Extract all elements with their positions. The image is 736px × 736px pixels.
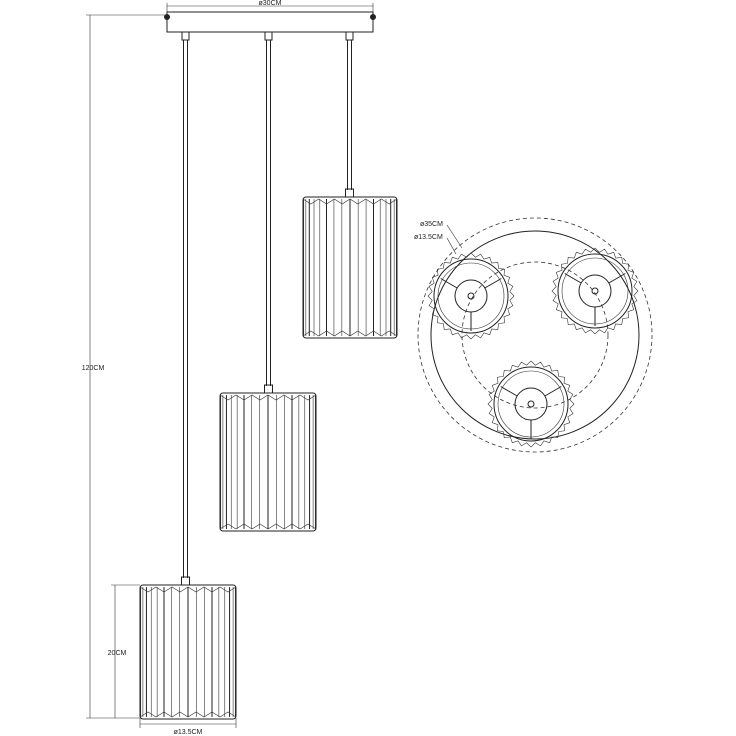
- shade-height-label: 20CM: [108, 650, 127, 657]
- shade-diameter-dimension: ø13.5CM: [139, 718, 237, 736]
- top-view-shade-diameter-label: ø13.5CM: [414, 234, 443, 241]
- shade-bottom: [139, 576, 237, 720]
- canopy-top-circle: [430, 230, 640, 440]
- shade-diameter-label: ø13.5CM: [174, 729, 203, 736]
- total-height-label: 120CM: [82, 365, 105, 372]
- shade-middle: [219, 384, 317, 532]
- total-height-dimension: 120CM: [82, 14, 167, 719]
- top-view: ø35CM ø13.5CM: [414, 217, 653, 453]
- top-view-outer-diameter-label: ø35CM: [420, 221, 443, 228]
- shade-top: [302, 188, 398, 339]
- cords: [183, 40, 352, 578]
- shade-height-dimension: 20CM: [108, 584, 140, 718]
- outer-diameter-circle: [417, 217, 653, 453]
- canopy: ø30CM: [164, 0, 376, 41]
- mount-circle: [461, 261, 609, 409]
- canopy-diameter-label: ø30CM: [259, 0, 282, 7]
